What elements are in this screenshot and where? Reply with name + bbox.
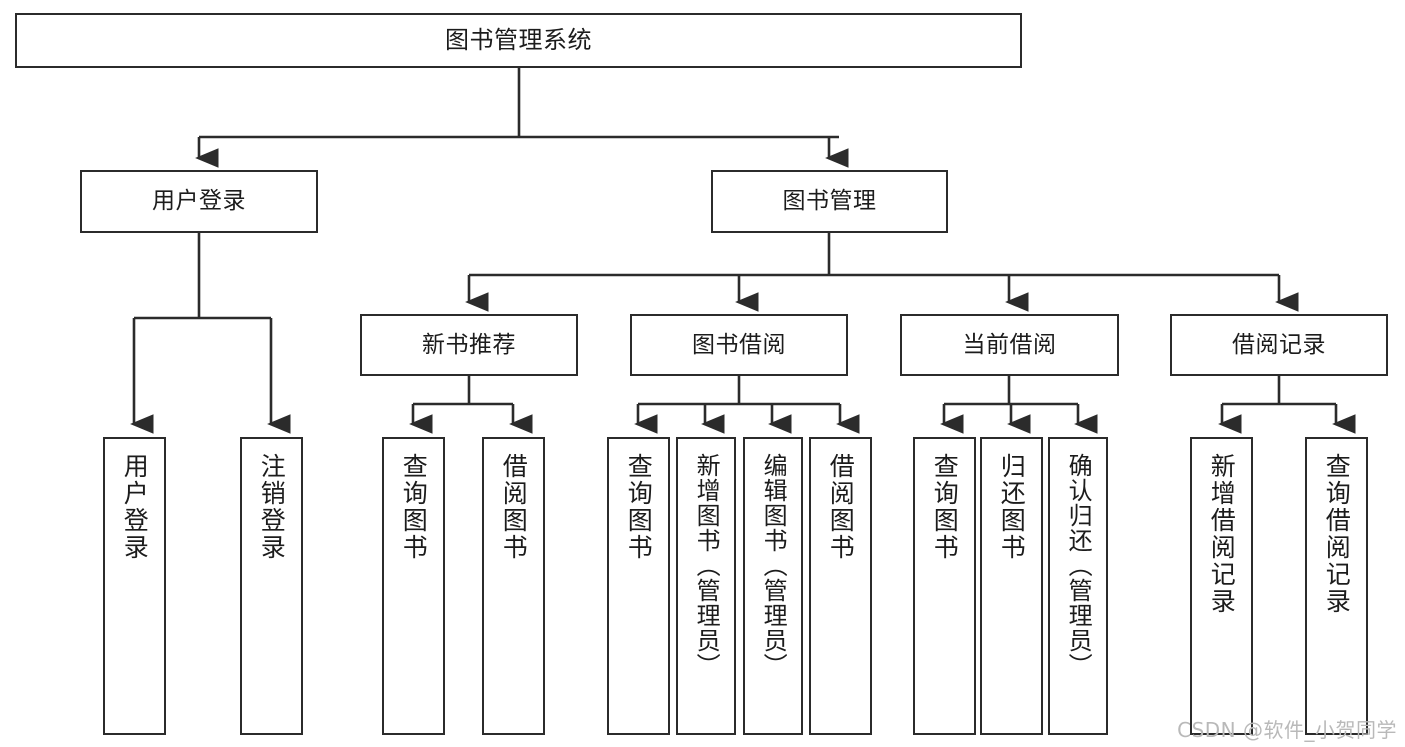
node-leaf-query-borrow-record-label: 查询借阅记录 (1322, 453, 1352, 615)
node-leaf-query-book-2-label: 查询图书 (624, 453, 654, 561)
node-leaf-query-book-1-label: 查询图书 (399, 453, 429, 561)
node-book-management[interactable]: 图书管理 (711, 170, 948, 233)
node-current-borrow-label: 当前借阅 (962, 331, 1057, 358)
node-new-book-recommend[interactable]: 新书推荐 (360, 314, 578, 376)
node-leaf-add-book-admin[interactable]: 新增图书（管理员） (676, 437, 736, 735)
node-leaf-borrow-book-2-label: 借阅图书 (826, 453, 856, 561)
node-leaf-return-book-label: 归还图书 (997, 453, 1027, 561)
node-leaf-confirm-return-admin[interactable]: 确认归还（管理员） (1048, 437, 1108, 735)
node-root[interactable]: 图书管理系统 (15, 13, 1022, 68)
node-leaf-edit-book-admin[interactable]: 编辑图书（管理员） (743, 437, 803, 735)
node-leaf-borrow-book-1[interactable]: 借阅图书 (482, 437, 545, 735)
node-user-login[interactable]: 用户登录 (80, 170, 318, 233)
node-current-borrow[interactable]: 当前借阅 (900, 314, 1119, 376)
node-borrow-records-label: 借阅记录 (1232, 331, 1326, 358)
node-root-label: 图书管理系统 (445, 25, 592, 54)
node-leaf-logout[interactable]: 注销登录 (240, 437, 303, 735)
node-leaf-edit-book-admin-label: 编辑图书（管理员） (759, 453, 788, 678)
node-borrow-records[interactable]: 借阅记录 (1170, 314, 1388, 376)
node-leaf-return-book[interactable]: 归还图书 (980, 437, 1043, 735)
node-leaf-user-login[interactable]: 用户登录 (103, 437, 166, 735)
node-leaf-logout-label: 注销登录 (257, 453, 287, 561)
node-leaf-add-borrow-record-label: 新增借阅记录 (1207, 453, 1237, 615)
node-book-borrow-label: 图书借阅 (692, 331, 786, 358)
node-user-login-label: 用户登录 (152, 188, 246, 215)
node-book-borrow[interactable]: 图书借阅 (630, 314, 848, 376)
node-book-management-label: 图书管理 (782, 188, 877, 215)
node-leaf-query-book-1[interactable]: 查询图书 (382, 437, 445, 735)
node-leaf-add-book-admin-label: 新增图书（管理员） (692, 453, 721, 678)
node-leaf-add-borrow-record[interactable]: 新增借阅记录 (1190, 437, 1253, 735)
node-leaf-query-book-3[interactable]: 查询图书 (913, 437, 976, 735)
node-leaf-query-borrow-record[interactable]: 查询借阅记录 (1305, 437, 1368, 735)
node-leaf-query-book-2[interactable]: 查询图书 (607, 437, 670, 735)
node-leaf-user-login-label: 用户登录 (120, 453, 150, 561)
node-leaf-confirm-return-admin-label: 确认归还（管理员） (1064, 453, 1093, 678)
node-new-book-recommend-label: 新书推荐 (422, 331, 516, 358)
node-leaf-borrow-book-2[interactable]: 借阅图书 (809, 437, 872, 735)
node-leaf-borrow-book-1-label: 借阅图书 (499, 453, 529, 561)
node-leaf-query-book-3-label: 查询图书 (930, 453, 960, 561)
